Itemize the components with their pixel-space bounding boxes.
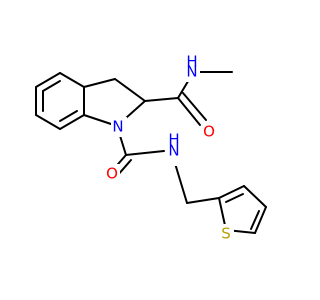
bond-benzene-double-1 — [42, 80, 61, 92]
bond-ch2-top — [83, 78, 116, 88]
atom-o-bottom: O — [106, 165, 118, 183]
atom-ring-n: N — [112, 118, 123, 136]
bond-benzene-5 — [35, 114, 61, 130]
molecule-structure: H N O N N H O S — [35, 53, 267, 244]
bond-carbonyl-top-to-o-a — [177, 97, 201, 126]
bond-thiophene-c5-c4 — [254, 206, 267, 234]
mask-n-top — [184, 62, 200, 82]
bond-benzene-2 — [59, 72, 85, 88]
atom-h-top: H — [186, 53, 197, 71]
bond-nh-to-ch2 — [173, 159, 188, 204]
atom-labels: H N O N N H O S — [106, 53, 231, 243]
mask-o-top — [201, 122, 217, 142]
mask-ring-n — [111, 117, 127, 137]
mask-urea-n — [165, 146, 181, 166]
bond-benzene-1 — [35, 72, 61, 88]
label-masks — [104, 62, 234, 244]
molecule-canvas: H N O N N H O S — [35, 52, 267, 244]
mask-o-bottom — [104, 164, 120, 184]
bond-benzene-4 — [59, 114, 85, 130]
bond-thiophene-double-1 — [250, 210, 260, 230]
bond-thiophene-c4-c3 — [243, 185, 267, 208]
bond-thiophene-double-2 — [225, 193, 244, 203]
atom-n-bottom: N — [168, 142, 179, 160]
atom-n-top: N — [186, 63, 197, 81]
atom-h-bottom: H — [168, 131, 179, 149]
bond-benzene-double-2 — [59, 110, 78, 122]
mask-s — [218, 224, 234, 244]
bond-ch2-to-ch — [114, 78, 146, 102]
atom-s: S — [221, 225, 231, 243]
bond-ch-to-carbonyl-top — [144, 97, 179, 102]
bond-thiophene-c3-c2 — [218, 185, 245, 199]
bond-ch2-to-thiophene — [186, 197, 220, 204]
bond-carbonyl-top-to-o-b — [182, 92, 207, 121]
atom-o-top: O — [203, 123, 215, 141]
bond-layer — [35, 71, 267, 234]
bond-carbonyl-bottom-to-nh — [125, 150, 165, 156]
